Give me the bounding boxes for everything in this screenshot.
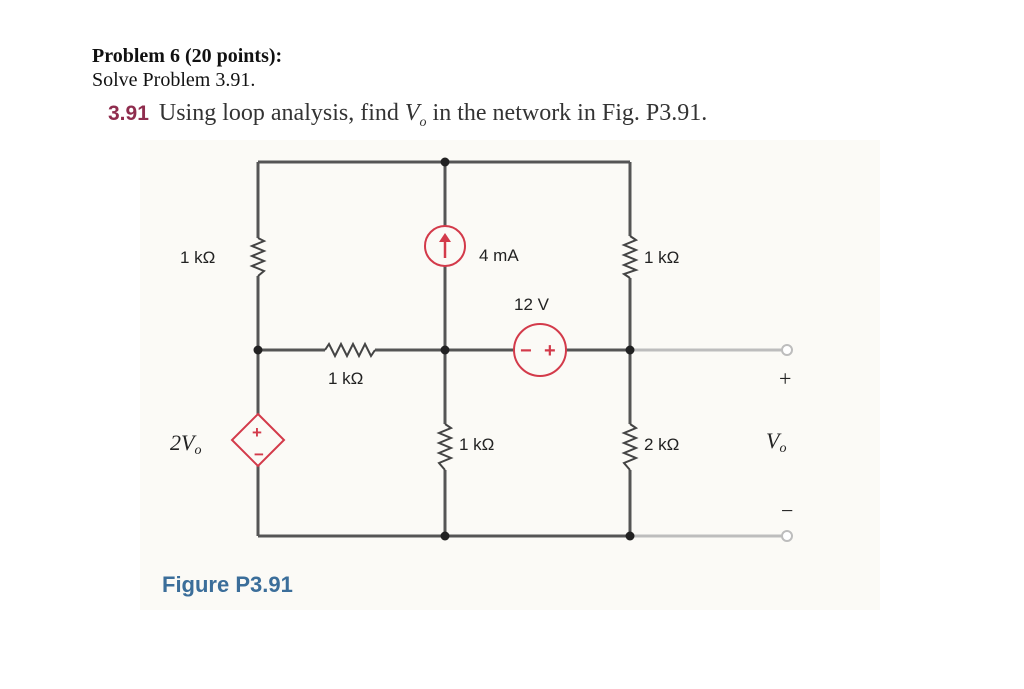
output-terminal-positive [781,344,793,356]
question-variable: V [404,100,420,126]
problem-subtitle: Solve Problem 3.91. [92,69,256,91]
voltage-source: − + [513,323,567,377]
svg-text:+: + [252,423,262,442]
resistor-middle-horizontal [324,341,376,359]
label-r-top-left: 1 kΩ [180,248,215,267]
figure-panel [140,140,880,610]
label-output-plus: + [779,366,791,391]
problem-title: Problem 6 (20 points): [92,45,283,67]
output-terminal-negative [781,530,793,542]
label-current-source: 4 mA [479,246,519,265]
label-r-bottom-right: 2 kΩ [644,435,679,454]
label-voltage-source: 12 V [514,295,550,314]
resistor-bottom-right [621,423,639,471]
question-text-before: Using loop analysis, find [158,100,405,126]
circuit-nodes [253,157,635,541]
figure-caption: Figure P3.91 [162,572,293,597]
resistor-center-bottom [436,423,454,471]
current-source [424,225,466,267]
svg-text:+: + [544,340,556,362]
problem-header: Problem 6 (20 points): Solve Problem 3.9… [92,44,892,92]
question-text-after: in the network in Fig. P3.91. [426,100,708,126]
question-subscript: o [419,114,427,130]
label-r-middle-horizontal: 1 kΩ [328,369,363,388]
svg-text:−: − [254,445,264,464]
label-output-voltage: Vo [766,428,786,456]
label-dependent-source-main: 2V [170,430,197,455]
label-output-voltage-main: V [766,428,782,453]
label-dependent-source-sub: o [194,443,201,458]
label-dependent-source: 2Vo [170,430,201,458]
resistor-top-right [621,235,639,279]
dependent-voltage-source: + − [230,412,286,468]
resistor-top-left [249,237,267,277]
label-r-top-right: 1 kΩ [644,248,679,267]
question-number: 3.91 [108,102,149,125]
question-statement: 3.91 Using loop analysis, find Vo in the … [108,97,707,139]
svg-text:−: − [520,340,532,362]
label-output-voltage-sub: o [779,441,786,456]
label-output-minus: − [781,498,793,523]
label-r-center-bottom: 1 kΩ [459,435,494,454]
